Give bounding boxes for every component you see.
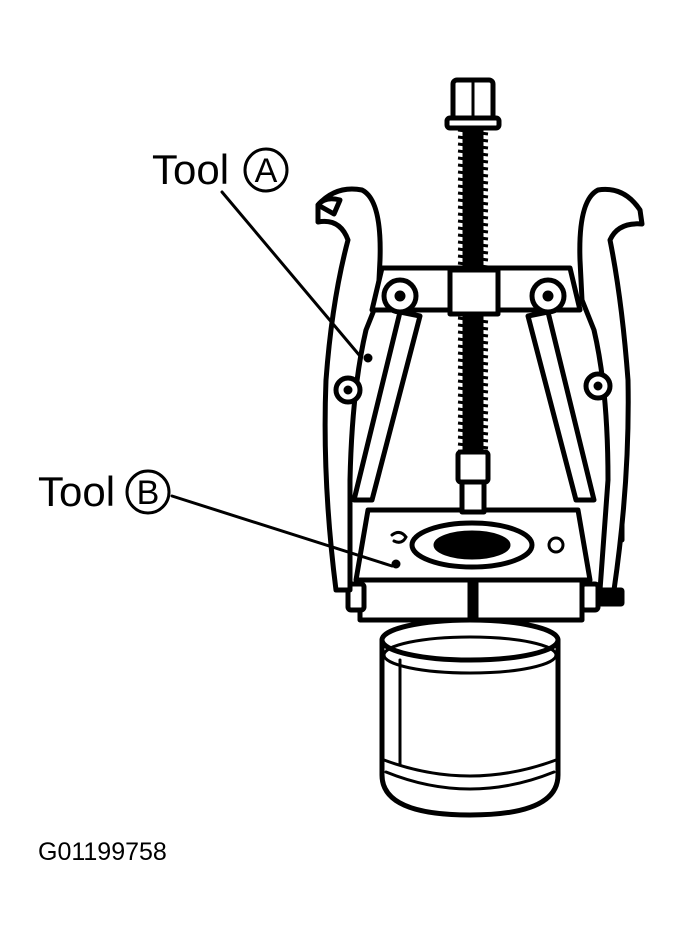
- thread-line: [457, 428, 489, 436]
- thread-line: [457, 156, 489, 164]
- thread-line: [457, 330, 489, 338]
- thread-line: [457, 128, 489, 136]
- thread-line: [457, 435, 489, 443]
- thread-line: [457, 393, 489, 401]
- thread-line: [457, 421, 489, 429]
- thread-line: [457, 135, 489, 143]
- thread-line: [457, 400, 489, 408]
- tool-b-leader-line: [170, 494, 394, 568]
- left-puller-arm: [315, 186, 383, 593]
- right-puller-arm: [577, 186, 645, 593]
- tool-a-letter-circle: [243, 147, 289, 193]
- thread-line: [457, 407, 489, 415]
- tool-a-callout: Tool A: [152, 146, 289, 193]
- thread-line: [457, 142, 489, 150]
- thread-line: [457, 414, 489, 422]
- yoke-crossbar: [369, 265, 583, 317]
- thread-line: [457, 365, 489, 373]
- thread-line: [457, 212, 489, 220]
- thread-line: [457, 261, 489, 269]
- thread-line: [457, 240, 489, 248]
- thread-line: [457, 254, 489, 262]
- tool-a-letter: A: [255, 152, 278, 190]
- thread-line: [457, 177, 489, 185]
- tool-b-letter: B: [137, 474, 160, 512]
- figure-id: G01199758: [38, 838, 167, 866]
- thread-line: [457, 372, 489, 380]
- thread-line: [457, 219, 489, 227]
- thread-line: [457, 226, 489, 234]
- tool-a-label: Tool: [152, 146, 229, 193]
- thread-line: [457, 316, 489, 324]
- tool-a-links: [351, 309, 597, 503]
- tool-b-callout: Tool B: [38, 468, 171, 515]
- thread-line: [457, 358, 489, 366]
- thread-line: [457, 351, 489, 359]
- cylinder-housing: [379, 617, 561, 818]
- tool-b-separator: [345, 507, 625, 623]
- thread-line: [457, 184, 489, 192]
- forcing-screw: [444, 77, 502, 515]
- screw-threads-upper: [457, 128, 489, 269]
- thread-line: [457, 247, 489, 255]
- thread-line: [457, 344, 489, 352]
- thread-line: [457, 205, 489, 213]
- thread-line: [457, 198, 489, 206]
- tool-b-label: Tool: [38, 468, 115, 515]
- tool-b-letter-circle: [125, 469, 171, 515]
- tool-a-leader-line: [220, 190, 362, 358]
- thread-line: [457, 442, 489, 450]
- thread-line: [457, 191, 489, 199]
- screw-threads-lower: [457, 316, 489, 457]
- thread-line: [457, 233, 489, 241]
- thread-line: [457, 149, 489, 157]
- thread-line: [457, 323, 489, 331]
- thread-line: [457, 170, 489, 178]
- thread-line: [457, 379, 489, 387]
- thread-line: [457, 163, 489, 171]
- thread-line: [457, 386, 489, 394]
- thread-line: [457, 337, 489, 345]
